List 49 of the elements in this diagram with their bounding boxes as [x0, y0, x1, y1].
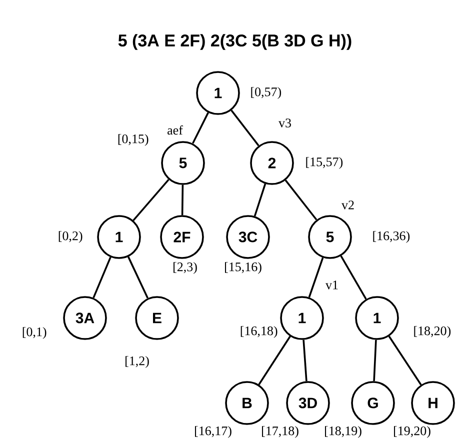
interval-label: [16,17) — [195, 426, 232, 438]
tree-node: H — [411, 381, 455, 425]
tree-edge — [181, 184, 184, 216]
tree-edge — [258, 336, 291, 386]
tree-edge — [302, 340, 308, 382]
edge-label: v2 — [340, 200, 356, 210]
interval-label: [0,15) — [118, 134, 148, 146]
interval-label: [15,57) — [306, 157, 343, 169]
edge-label: v3 — [278, 118, 292, 128]
tree-edge — [92, 256, 112, 298]
tree-node: B — [225, 381, 269, 425]
tree-edge — [340, 255, 367, 300]
tree-edge — [254, 184, 266, 216]
title: 5 (3A E 2F) 2(3C 5(B 3D G H)) — [118, 34, 352, 50]
interval-label: [0,1) — [22, 327, 46, 339]
tree-edge — [388, 336, 422, 386]
tree-node: 3D — [286, 381, 330, 425]
tree-node: 1 — [355, 296, 399, 340]
tree-node: 5 — [308, 215, 352, 259]
tree-node: 1 — [97, 215, 141, 259]
interval-label: [1,2) — [126, 356, 149, 368]
tree-node: E — [135, 296, 179, 340]
tree-node: 3C — [226, 215, 270, 259]
tree-edge — [284, 180, 318, 220]
tree-node: 1 — [196, 71, 240, 115]
tree-node: G — [351, 381, 395, 425]
tree-edge — [373, 340, 377, 382]
edge-label: aef — [166, 124, 184, 136]
interval-label: [16,36) — [373, 231, 410, 243]
tree-edge — [308, 257, 324, 298]
tree-node: 2 — [250, 141, 294, 185]
interval-label: [17,18) — [262, 426, 298, 438]
tree-node: 2F — [160, 215, 204, 259]
edge-label: v1 — [324, 280, 340, 290]
interval-label: [16,18) — [240, 326, 278, 338]
tree-edge — [132, 178, 170, 222]
interval-label: [0,2) — [58, 231, 82, 243]
interval-label: [2,3) — [174, 262, 197, 274]
tree-edge — [128, 256, 149, 299]
tree-edge — [192, 112, 210, 144]
interval-label: [15,16) — [225, 262, 262, 274]
interval-label: [18,20) — [414, 326, 451, 338]
interval-label: [18,19) — [325, 426, 362, 438]
tree-node: 3A — [63, 296, 107, 340]
interval-label: [19,20) — [394, 426, 430, 438]
tree-node: 1 — [280, 296, 324, 340]
tree-edge — [230, 110, 260, 146]
interval-label: [0,57) — [251, 87, 282, 99]
tree-node: 5 — [161, 141, 205, 185]
